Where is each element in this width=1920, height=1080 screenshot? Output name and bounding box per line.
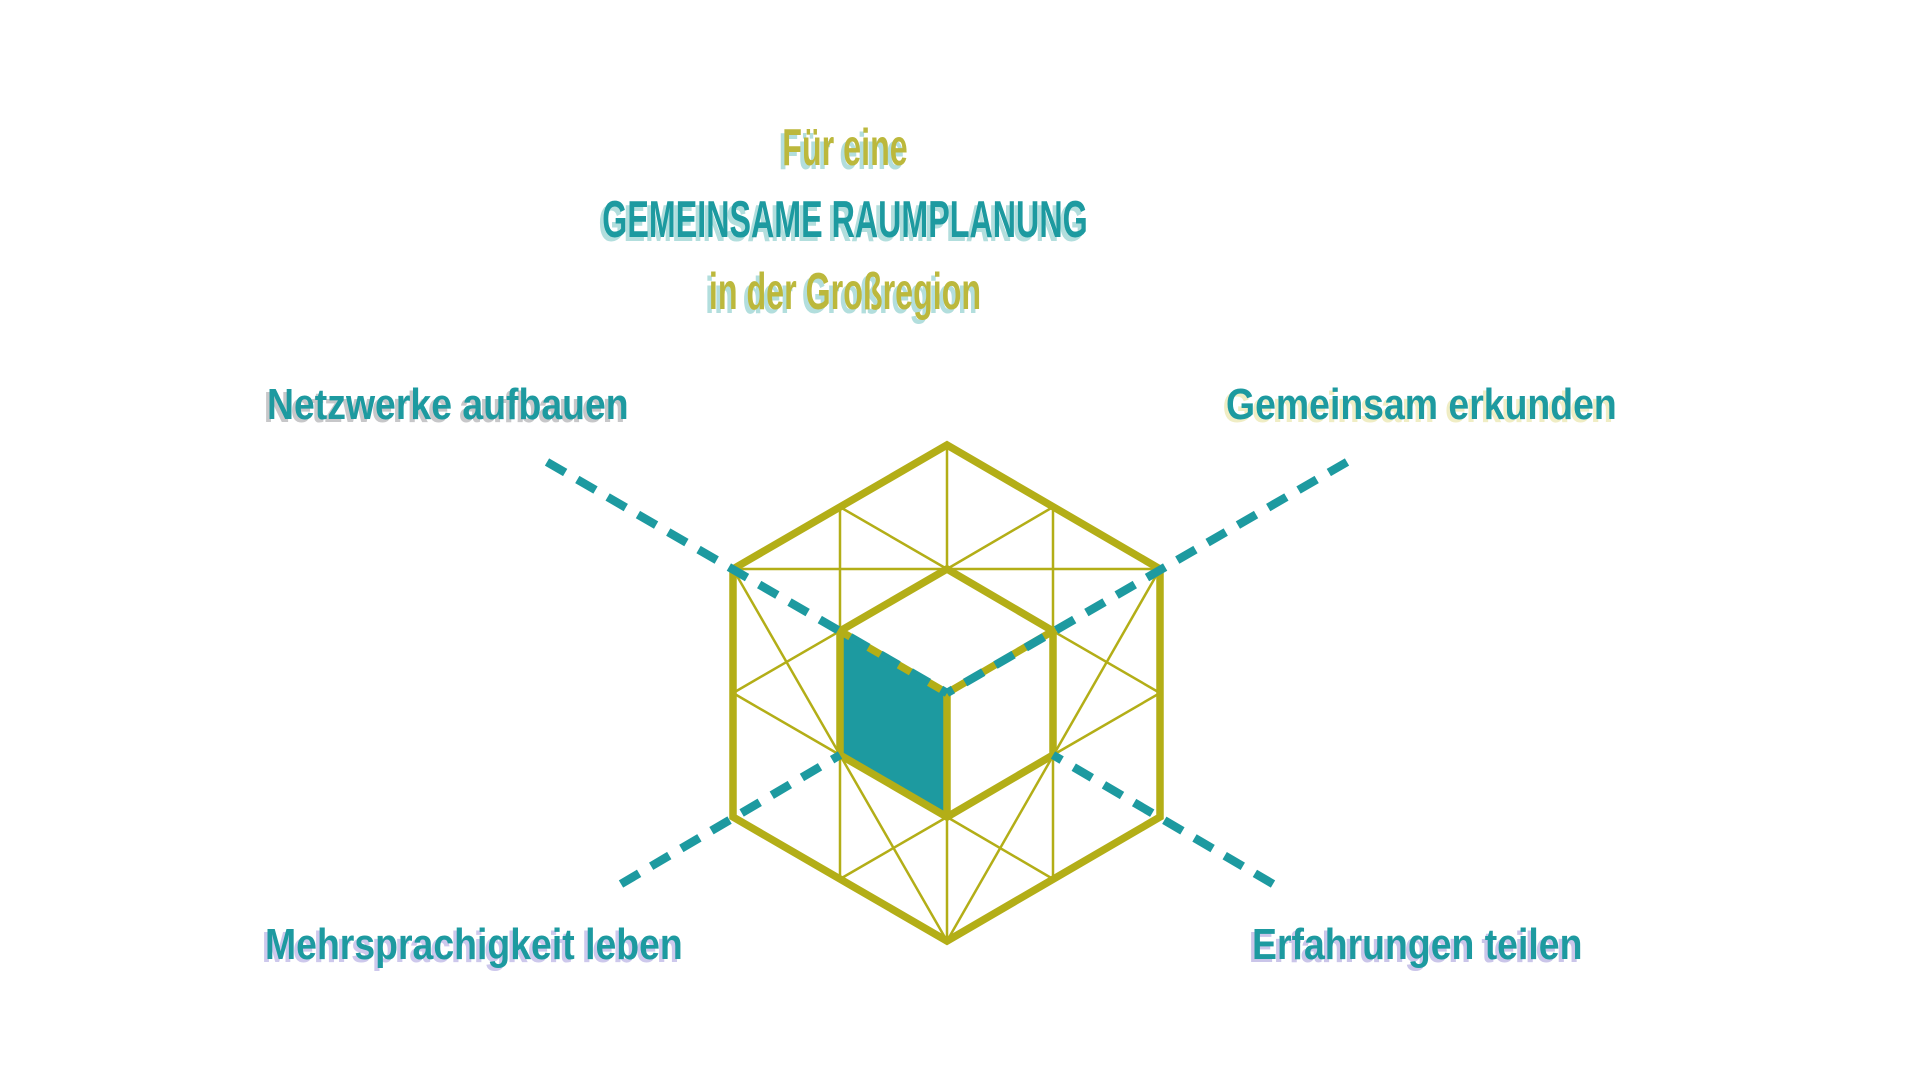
connector-top-right (944, 458, 1350, 697)
page-title: Für eine GEMEINSAME RAUMPLANUNG in der G… (395, 112, 1295, 328)
title-line-3: in der Großregion (708, 263, 982, 321)
label-erfahrungen-teilen: Erfahrungen teilen (1252, 920, 1583, 969)
connector-top-left (544, 458, 950, 697)
connector-bottom-right (1050, 751, 1276, 888)
label-gemeinsam-erkunden: Gemeinsam erkunden (1226, 380, 1617, 429)
title-line-1: Für eine (782, 119, 908, 177)
connector-bottom-left (618, 751, 843, 888)
connector-lines (544, 458, 1350, 888)
label-netzwerke-aufbauen: Netzwerke aufbauen (267, 380, 629, 429)
label-mehrsprachigkeit-leben: Mehrsprachigkeit leben (265, 920, 683, 969)
title-line-2: GEMEINSAME RAUMPLANUNG (602, 191, 1088, 249)
